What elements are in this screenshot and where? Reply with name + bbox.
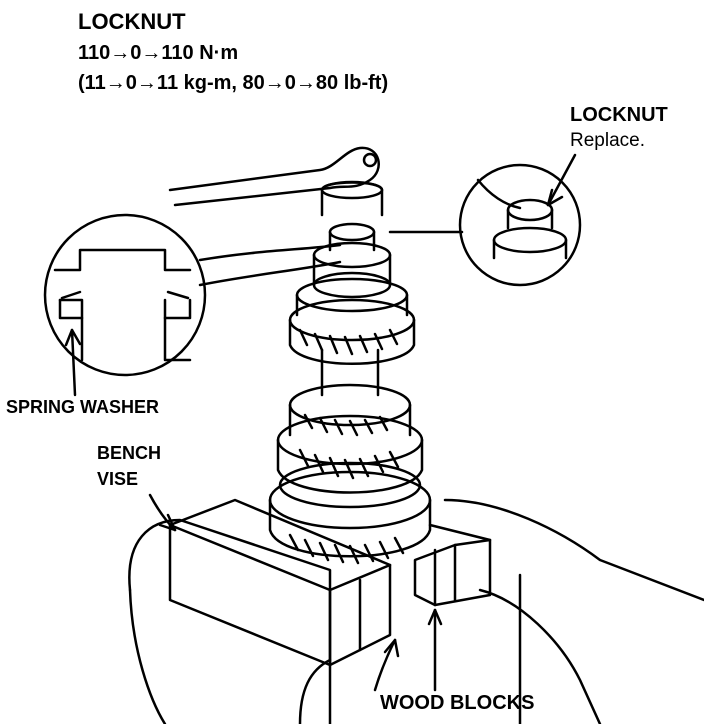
torque-spec-nm: 110→0→110 N·m: [78, 42, 239, 64]
spring-washer-callout: SPRING WASHER: [6, 397, 160, 417]
spring-washer-detail: [43, 213, 342, 377]
bench-vise-callout-line2: VISE: [97, 469, 139, 489]
locknut-callout: LOCKNUT: [570, 104, 668, 126]
torque-spec-alt: (11→0→11 kg-m, 80→0→80 lb-ft): [78, 72, 389, 94]
bench-vise-callout-line1: BENCH: [97, 443, 162, 463]
torque-wrench: [168, 146, 380, 207]
wood-blocks-callout: WOOD BLOCKS: [380, 692, 535, 714]
leader-lines: [64, 153, 577, 692]
bench-vise: [128, 498, 704, 724]
replace-note: Replace.: [570, 130, 645, 151]
countershaft-assembly: [268, 180, 432, 565]
locknut-spec-title: LOCKNUT: [78, 9, 186, 34]
wood-block-left: [168, 498, 392, 667]
locknut-detail: [388, 163, 582, 287]
wood-block-right: [413, 523, 492, 607]
